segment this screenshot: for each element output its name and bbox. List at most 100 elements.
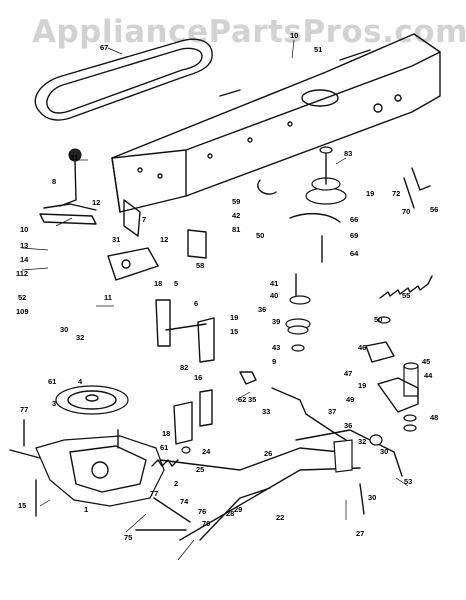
callout-number: 47: [344, 369, 352, 378]
callout-number: 39: [272, 317, 280, 326]
callout-number: 109: [16, 307, 29, 316]
callout-number: 30: [380, 447, 388, 456]
callout-number: 19: [230, 313, 238, 322]
callout-number: 11: [104, 293, 112, 302]
callout-number: 112: [16, 269, 28, 278]
tension-spring: [379, 275, 433, 299]
callout-number: 51: [314, 45, 322, 54]
callout-number: 44: [424, 371, 433, 380]
leader-lines: [21, 39, 409, 561]
frame-rail: [111, 33, 441, 213]
callout-number: 22: [276, 513, 284, 522]
callout-number: 6: [194, 299, 198, 308]
callout-number: 26: [264, 449, 272, 458]
callout-number: 18: [154, 279, 162, 288]
callout-number: 36: [344, 421, 352, 430]
callout-number: 52: [18, 293, 26, 302]
callout-number: 21: [70, 153, 78, 162]
callout-number: 50: [256, 231, 264, 240]
callout-number: 15: [230, 327, 238, 336]
callout-number: 75: [124, 533, 132, 542]
callout-number: 61: [48, 377, 56, 386]
callout-number: 49: [346, 395, 354, 404]
callout-number: 27: [356, 529, 364, 538]
callout-number: 43: [272, 343, 280, 352]
callout-number: 12: [160, 235, 168, 244]
callout-number: 40: [270, 291, 278, 300]
callout-number: 50: [374, 315, 382, 324]
callout-number: 69: [350, 231, 358, 240]
callout-number: 76: [198, 507, 206, 516]
callout-number: 12: [92, 198, 100, 207]
callout-number: 4: [78, 377, 83, 386]
callout-number: 9: [272, 357, 276, 366]
callout-number: 76: [202, 519, 210, 528]
callout-number: 10: [290, 31, 298, 40]
callout-number: 29: [234, 505, 242, 514]
callout-number: 13: [20, 241, 28, 250]
idler-pulley-stack: [285, 273, 311, 352]
site-watermark: AppliancePartsPros.com: [32, 14, 466, 50]
callout-number: 56: [430, 205, 438, 214]
callout-number: 35: [248, 395, 256, 404]
callout-number: 58: [196, 261, 204, 270]
callout-number: 67: [100, 43, 108, 52]
callout-number: 32: [76, 333, 84, 342]
callout-number: 10: [20, 225, 28, 234]
transaxle-pulley: [55, 385, 129, 415]
callout-number: 19: [366, 189, 374, 198]
transaxle: [9, 429, 191, 523]
brake-cross-shaft: [239, 371, 403, 515]
callout-number: 37: [328, 407, 336, 416]
callout-number: 8: [52, 177, 56, 186]
callout-number: 30: [60, 325, 68, 334]
callout-number: 2: [174, 479, 178, 488]
callout-number: 5: [174, 279, 178, 288]
callout-number: 15: [18, 501, 26, 510]
callout-number: 81: [232, 225, 240, 234]
callout-number: 64: [350, 249, 359, 258]
callout-number: 28: [226, 509, 234, 518]
callout-number: 19: [358, 381, 366, 390]
callout-number: 27: [0, 0, 8, 2]
callout-number: 1: [84, 505, 88, 514]
callout-number: 62: [238, 395, 246, 404]
callout-number: 33: [262, 407, 270, 416]
callout-number: 70: [402, 207, 410, 216]
shift-lever-assembly: [39, 148, 97, 225]
callout-number: 25: [196, 465, 204, 474]
callout-number: 30: [368, 493, 376, 502]
callout-number: 18: [162, 429, 170, 438]
callout-number: 72: [392, 189, 400, 198]
control-linkage-brackets: [155, 299, 215, 445]
callout-number: 66: [350, 215, 358, 224]
callout-number: 83: [344, 149, 352, 158]
callout-number: 31: [112, 235, 120, 244]
brake-and-shift-rods: [159, 447, 361, 541]
callout-number: 3: [52, 399, 56, 408]
callout-number: 7: [142, 215, 146, 224]
callout-number: 48: [430, 413, 438, 422]
callout-number: 77: [150, 489, 158, 498]
callout-number: 16: [194, 373, 202, 382]
idler-arm-assembly: [257, 167, 431, 223]
engine-pulley: [305, 146, 347, 263]
callout-number: 82: [180, 363, 188, 372]
callout-number: 32: [358, 437, 366, 446]
shift-bracket: [107, 199, 207, 281]
callout-number: 45: [422, 357, 430, 366]
callout-number: 46: [358, 343, 366, 352]
callout-number: 61: [160, 443, 168, 452]
callout-number: 36: [258, 305, 266, 314]
callout-number: 55: [402, 291, 410, 300]
callout-number: 74: [180, 497, 189, 506]
callout-number: 24: [202, 447, 211, 456]
brake-bracket-assembly: [365, 316, 419, 432]
callout-number: 53: [404, 477, 412, 486]
callout-number: 41: [270, 279, 278, 288]
lower-fasteners: [23, 419, 191, 531]
callout-number: 42: [232, 211, 240, 220]
